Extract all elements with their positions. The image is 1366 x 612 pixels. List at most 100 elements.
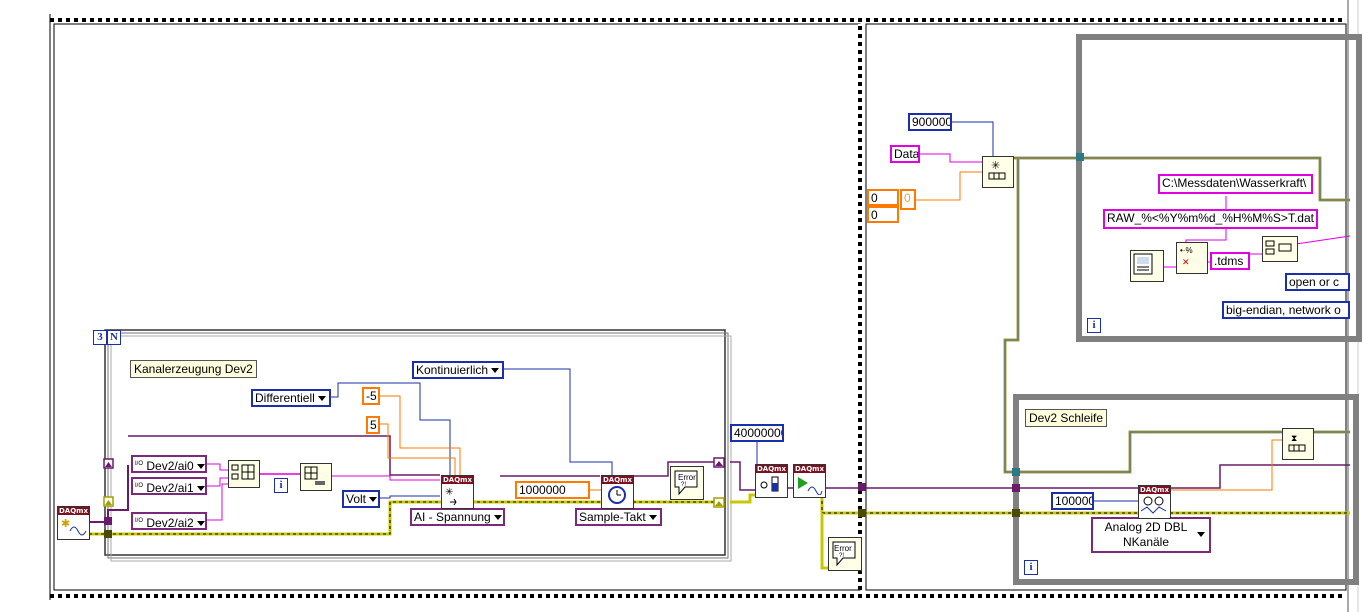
loop-label-kanalerzeugung: Kanalerzeugung Dev2 — [130, 360, 257, 378]
dropdown-arrow-icon — [196, 521, 205, 527]
daqmx-header: DAQmx — [58, 507, 89, 515]
queue-icon: ✳ — [988, 160, 1006, 180]
array-index-icon — [304, 466, 325, 485]
read-type-line1: Analog 2D DBL — [1104, 520, 1188, 534]
data-string-constant[interactable]: Data — [890, 145, 920, 163]
index-array-icon[interactable] — [300, 463, 332, 491]
sample-clock-selector[interactable]: Sample-Takt — [575, 508, 662, 526]
obtain-queue-icon[interactable]: ✳ — [982, 156, 1014, 188]
format-icon: •·% ✕ — [1180, 246, 1193, 267]
dropdown-arrow-icon — [369, 497, 378, 503]
ring-text: Volt — [346, 492, 367, 506]
buffer-icon — [760, 476, 779, 492]
error-bubble-icon: Error?! — [832, 541, 856, 567]
channel-io-icon: I/O — [135, 483, 144, 489]
play-icon — [798, 477, 823, 496]
daqmx-timing-icon[interactable]: DAQmx — [601, 475, 634, 509]
sparkle-icon: ✱ — [61, 518, 87, 536]
daqmx-header: DAQmx — [442, 476, 473, 484]
channel-name: Dev2/ai1 — [146, 481, 194, 495]
daqmx-read-icon[interactable]: DAQmx — [1138, 485, 1171, 519]
max-value-constant[interactable]: 5 — [366, 416, 380, 434]
svg-text:✳: ✳ — [991, 160, 1000, 172]
timestamp-icon — [1133, 253, 1153, 275]
dropdown-arrow-icon — [648, 515, 657, 521]
open-mode-ring[interactable]: open or c — [1285, 273, 1350, 291]
loop-count-terminal: N — [107, 330, 121, 345]
terminal-config-ring[interactable]: Differentiell — [251, 389, 331, 407]
rate-constant[interactable]: 1000000 — [515, 481, 590, 499]
daqmx-header: DAQmx — [756, 465, 787, 473]
enqueue-icon: ⧗ — [1288, 433, 1306, 452]
byte-order-ring[interactable]: big-endian, network o — [1222, 301, 1350, 319]
ring-text: AI - Spannung — [414, 510, 491, 524]
buffer-size-constant[interactable]: 40000000 — [730, 424, 784, 442]
queue-size-constant[interactable]: 900000 — [908, 113, 952, 131]
svg-text:✕: ✕ — [1182, 257, 1190, 267]
ring-text: Sample-Takt — [579, 510, 646, 524]
channel-constant-ai2[interactable]: I/O Dev2/ai2 — [131, 512, 207, 530]
iteration-terminal-while-2: i — [1024, 560, 1038, 575]
dropdown-arrow-icon — [493, 515, 502, 521]
read-glasses-icon — [1140, 496, 1167, 514]
loop-count-constant[interactable]: 3 — [93, 330, 107, 345]
svg-text:✳: ✳ — [445, 487, 453, 498]
zero-constant-a[interactable]: 0 — [867, 189, 899, 206]
dropdown-arrow-icon — [1197, 532, 1205, 537]
channel-constant-ai0[interactable]: I/O Dev2/ai0 — [131, 455, 207, 473]
daqmx-header: DAQmx — [1139, 486, 1170, 494]
build-array-icon[interactable] — [228, 460, 260, 488]
sample-mode-ring[interactable]: Kontinuierlich — [412, 361, 504, 379]
build-path-icon[interactable] — [1262, 236, 1298, 262]
channel-name: Dev2/ai2 — [146, 516, 194, 530]
format-datetime-icon[interactable]: •·% ✕ — [1176, 242, 1208, 274]
samples-constant[interactable]: 100000 — [1051, 492, 1094, 510]
daqmx-header: DAQmx — [794, 465, 825, 473]
channel-constant-ai1[interactable]: I/O Dev2/ai1 — [131, 477, 207, 495]
svg-text:•·%: •·% — [1180, 246, 1193, 255]
dropdown-arrow-icon — [491, 368, 500, 374]
channel-create-icon: ✳ — [445, 487, 457, 506]
error-handler-icon-2[interactable]: Error?! — [828, 537, 862, 571]
error-bubble-icon: Error?! — [674, 470, 698, 496]
channel-name: Dev2/ai0 — [146, 459, 194, 473]
iteration-terminal-for: i — [274, 478, 288, 493]
svg-text:?!: ?! — [839, 553, 844, 559]
svg-text:✱: ✱ — [61, 518, 70, 530]
units-ring[interactable]: Volt — [342, 490, 380, 508]
daqmx-create-task-icon[interactable]: DAQmx ✱ — [57, 506, 90, 540]
path-string-constant[interactable]: C:\Messdaten\Wasserkraft\ — [1158, 174, 1313, 194]
channel-io-icon: I/O — [135, 518, 144, 524]
extension-string-constant[interactable]: .tdms — [1210, 252, 1250, 270]
dropdown-arrow-icon — [196, 486, 205, 492]
ring-text: open or c — [1289, 275, 1340, 289]
zero-constant-c[interactable]: 0 — [900, 189, 916, 210]
ring-text: Differentiell — [255, 391, 315, 405]
iteration-terminal-while-1: i — [1087, 318, 1101, 333]
ring-text: Kontinuierlich — [416, 363, 489, 377]
ai-voltage-selector[interactable]: AI - Spannung — [410, 508, 505, 526]
clock-icon — [608, 486, 626, 504]
min-value-constant[interactable]: -5 — [362, 387, 380, 405]
dropdown-arrow-icon — [317, 396, 326, 402]
svg-text:Error: Error — [678, 473, 696, 482]
dropdown-arrow-icon — [196, 464, 205, 470]
daqmx-create-channel-icon[interactable]: DAQmx ✳ — [441, 475, 474, 509]
svg-text:⧗: ⧗ — [1291, 433, 1297, 443]
dequeue-icon[interactable]: ⧗ — [1282, 428, 1314, 460]
format-string-constant[interactable]: RAW_%<%Y%m%d_%H%M%S>T.dat — [1103, 209, 1318, 229]
svg-text:?!: ?! — [681, 482, 686, 488]
ring-text: big-endian, network o — [1226, 303, 1341, 317]
path-build-icon — [1265, 240, 1292, 255]
daqmx-start-task-icon[interactable]: DAQmx — [793, 464, 826, 498]
read-type-line2: NKanäle NSamples — [1118, 535, 1173, 551]
channel-io-icon: I/O — [135, 461, 144, 467]
daqmx-config-buffer-icon[interactable]: DAQmx — [755, 464, 788, 498]
svg-text:Error: Error — [834, 544, 852, 553]
zero-constant-b[interactable]: 0 — [867, 206, 899, 223]
read-type-selector[interactable]: Analog 2D DBL NKanäle NSamples — [1091, 517, 1211, 553]
loop-label-dev2-schleife: Dev2 Schleife — [1025, 409, 1108, 427]
get-time-icon[interactable] — [1130, 250, 1164, 282]
daqmx-header: DAQmx — [602, 476, 633, 484]
error-handler-icon[interactable]: Error?! — [670, 466, 704, 500]
